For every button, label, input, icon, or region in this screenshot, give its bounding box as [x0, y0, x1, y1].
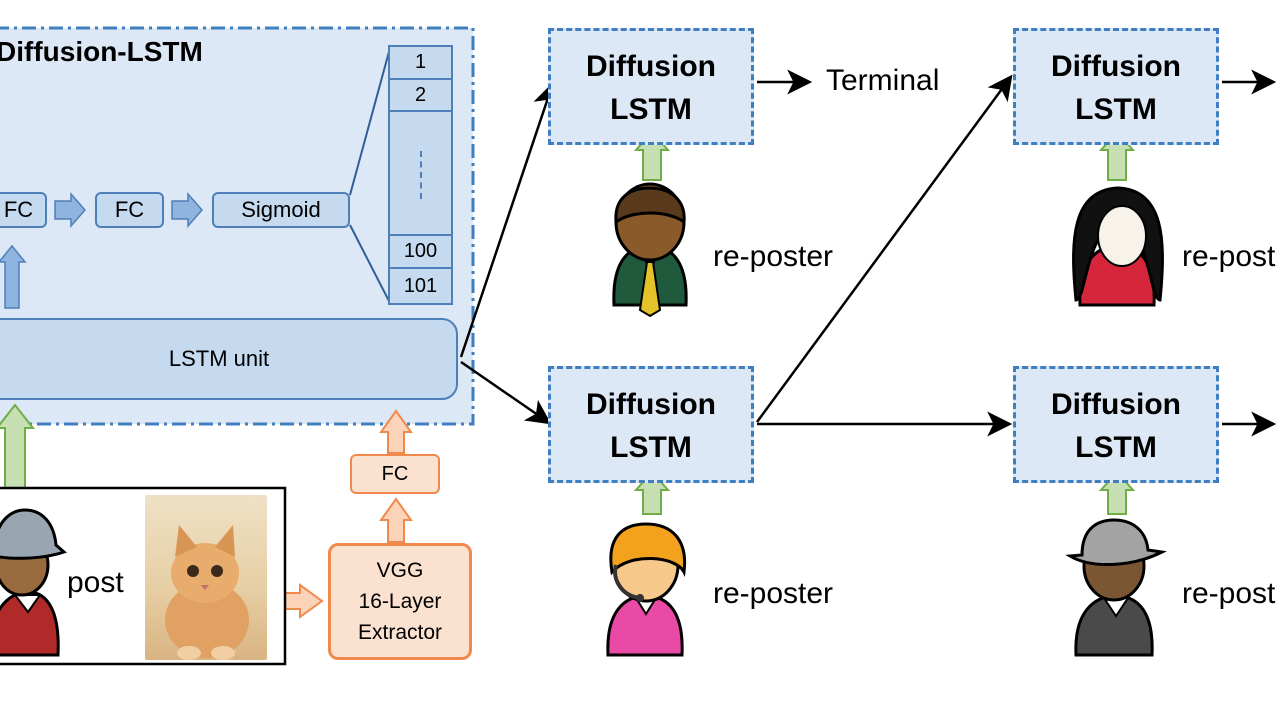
expand-line-top — [349, 47, 391, 196]
fc-to-lstm-arrow — [379, 409, 413, 454]
stage2-user-label: re-poster — [713, 577, 834, 610]
terminal-label: Terminal — [826, 64, 940, 97]
fc-node-2: FC — [95, 192, 164, 228]
sigmoid-node: Sigmoid — [212, 192, 350, 228]
stage3-user-label: re-post — [1182, 240, 1276, 273]
fc-to-fc-arrow — [54, 192, 86, 228]
stage1-box: Diffusion LSTM — [548, 28, 754, 145]
post-image — [145, 495, 267, 660]
reposter-businessman-icon — [612, 182, 688, 318]
reposter-hat-icon — [1065, 518, 1167, 657]
expand-line-bottom — [349, 224, 391, 304]
stage3-line1: Diffusion — [1051, 50, 1181, 83]
lstm-unit: LSTM unit — [0, 318, 458, 400]
post-input-arrow — [0, 403, 36, 491]
lstm-to-fc-arrow — [0, 244, 27, 309]
extractor-to-fc-arrow — [379, 497, 413, 543]
to-stage2-arrow — [460, 360, 552, 425]
stage4-line2: LSTM — [1075, 431, 1157, 464]
bin-2: 2 — [390, 80, 451, 112]
poster-avatar-icon — [0, 508, 67, 657]
stage2-line2: LSTM — [610, 431, 692, 464]
stage3-line2: LSTM — [1075, 93, 1157, 126]
extractor-line-3: Extractor — [357, 621, 443, 644]
bin-ellipsis — [420, 151, 422, 199]
bin-100: 100 — [390, 234, 451, 269]
kitten-image-icon — [165, 525, 249, 660]
extractor-line-2: 16-Layer — [358, 590, 442, 613]
stage1-line1: Diffusion — [586, 50, 716, 83]
fc-node-1: FC — [0, 192, 47, 228]
to-stage1-arrow — [459, 82, 558, 358]
vgg-extractor: VGG 16-Layer Extractor — [328, 543, 472, 660]
stage2-box: Diffusion LSTM — [548, 366, 754, 483]
reposter-operator-icon — [606, 522, 687, 657]
stage1-user-label: re-poster — [713, 240, 834, 273]
fc-to-sigmoid-arrow — [171, 192, 203, 228]
bin-1: 1 — [390, 47, 451, 80]
stage4-line1: Diffusion — [1051, 388, 1181, 421]
stage1-line2: LSTM — [610, 93, 692, 126]
image-fc-node: FC — [350, 454, 440, 494]
reposter-woman-icon — [1072, 186, 1164, 307]
to-stage3-arrow — [755, 74, 1013, 423]
stage4-box: Diffusion LSTM — [1013, 366, 1219, 483]
stage4-user-label: re-post — [1182, 577, 1276, 610]
stage2-line1: Diffusion — [586, 388, 716, 421]
module-title: Diffusion-LSTM — [0, 36, 203, 67]
bin-101: 101 — [403, 274, 438, 297]
extractor-line-1: VGG — [376, 559, 424, 582]
stage3-box: Diffusion LSTM — [1013, 28, 1219, 145]
post-label: post — [67, 566, 124, 599]
output-bins: 1 2 100 101 — [388, 45, 453, 305]
